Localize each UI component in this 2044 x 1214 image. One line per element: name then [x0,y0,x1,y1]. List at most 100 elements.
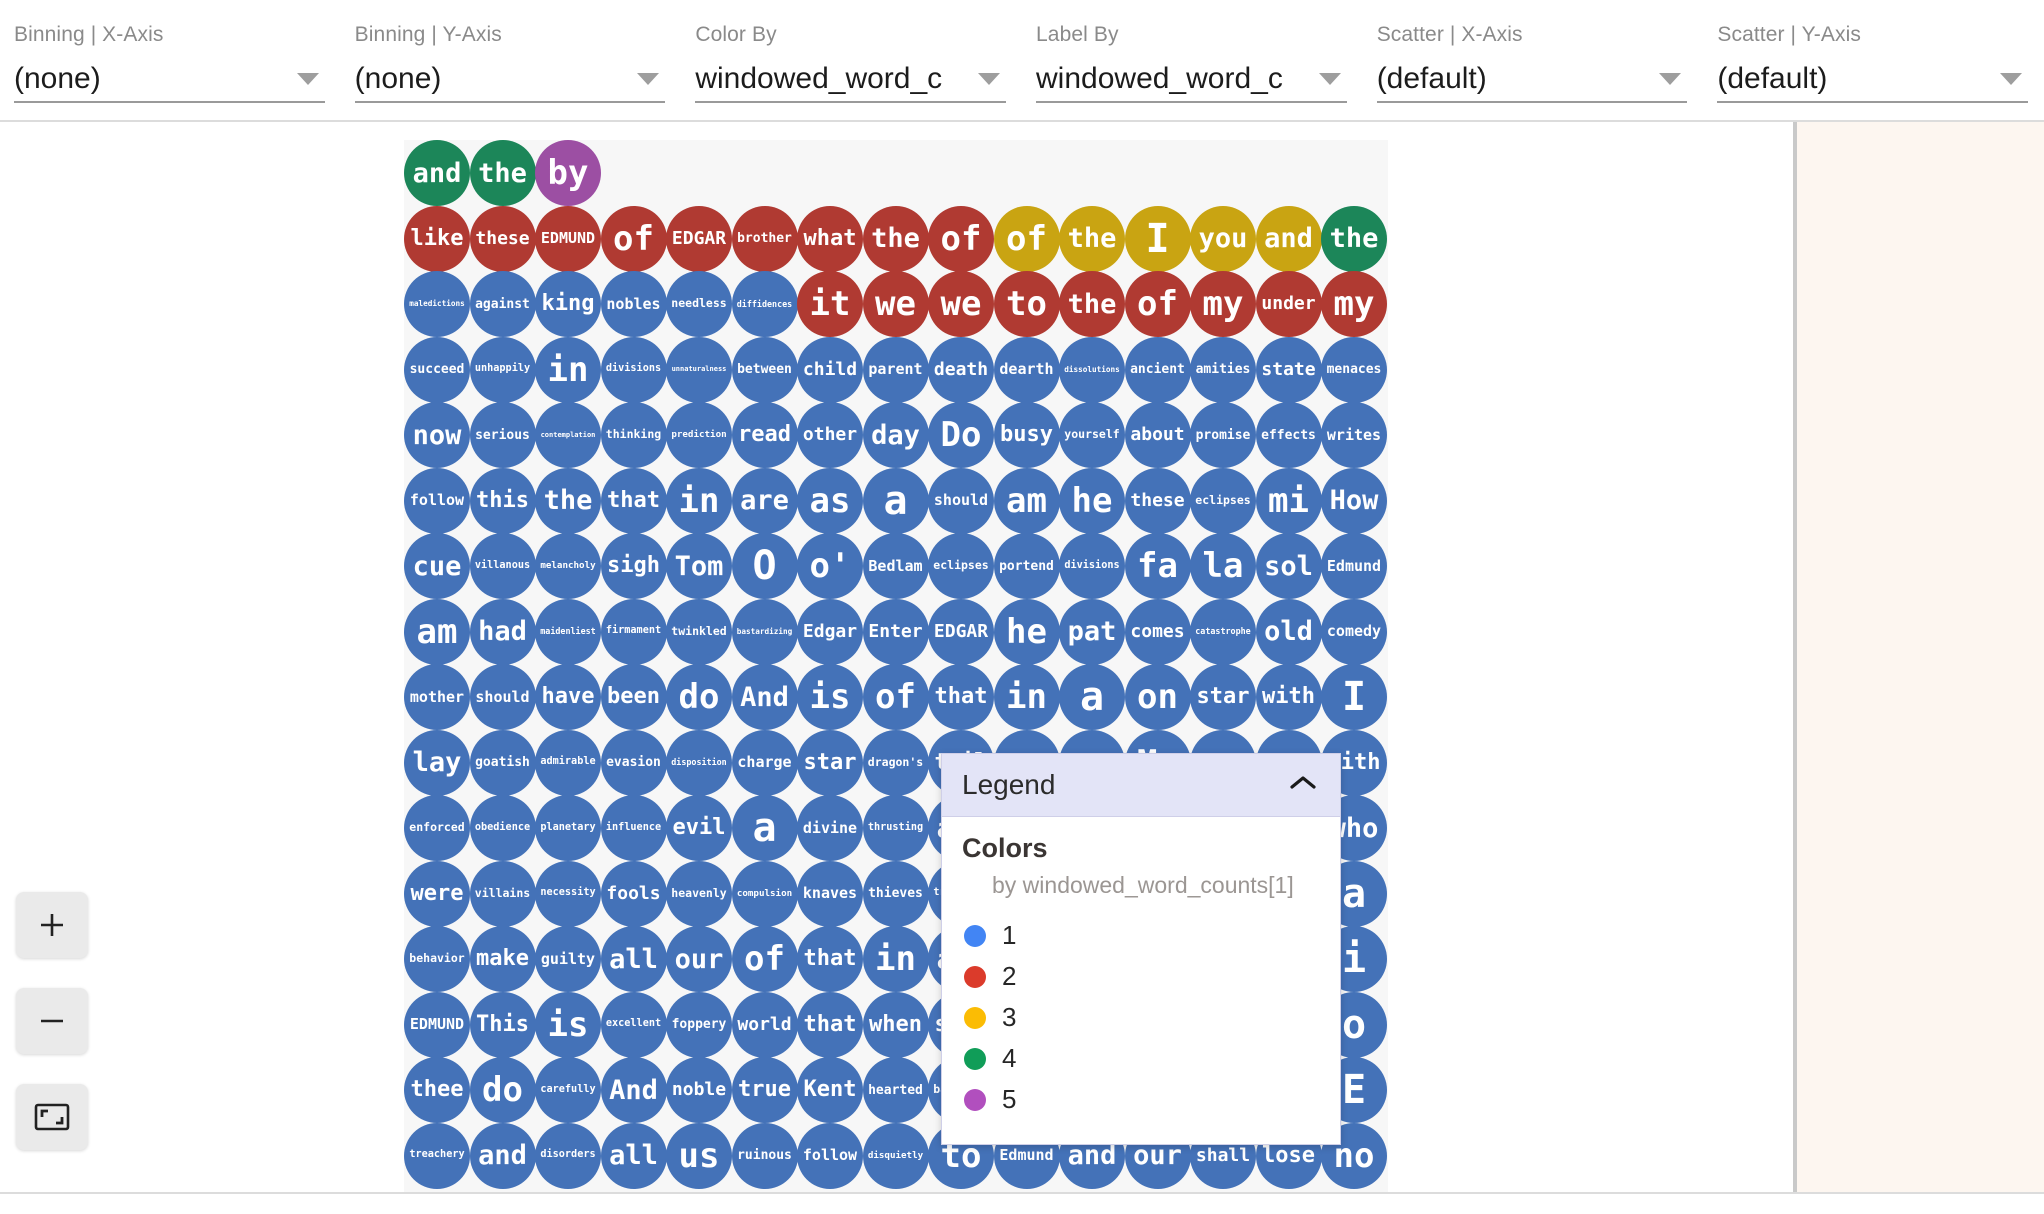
data-point-circle[interactable]: follow [404,467,470,534]
data-point-circle[interactable]: on [1124,664,1191,730]
data-point-circle[interactable]: melancholy [535,533,601,599]
data-point-circle[interactable]: day [862,402,929,468]
data-point-circle[interactable]: like [404,205,470,272]
chevron-up-icon[interactable] [1288,773,1318,798]
data-point-circle[interactable]: brother [731,205,798,272]
control-scatter-x-axis[interactable]: Scatter | X-Axis(default) [1363,0,1702,103]
data-point-circle[interactable]: am [993,467,1060,534]
data-point-circle[interactable]: you [1190,205,1256,272]
data-point-circle[interactable]: against [469,271,536,337]
data-point-circle[interactable]: Tom [666,533,732,599]
data-point-circle[interactable]: as [797,467,863,534]
data-point-circle[interactable]: evil [666,795,732,861]
data-point-circle[interactable]: planetary [535,795,601,861]
data-point-circle[interactable]: we [928,271,994,337]
select-3[interactable]: windowed_word_c [1036,57,1347,103]
data-point-circle[interactable]: a [731,795,798,861]
select-0[interactable]: (none) [14,57,325,103]
data-point-circle[interactable]: in [862,926,929,992]
data-point-circle[interactable]: And [731,664,798,730]
chevron-down-icon[interactable] [296,73,319,85]
select-4[interactable]: (default) [1376,57,1688,103]
data-point-circle[interactable]: mi [1255,467,1322,534]
data-point-circle[interactable]: world [731,991,798,1058]
data-point-circle[interactable]: knaves [797,860,863,927]
data-point-circle[interactable]: This [469,991,536,1058]
data-point-circle[interactable]: heavenly [666,860,732,927]
data-point-circle[interactable]: my [1321,271,1387,337]
data-point-circle[interactable]: star [797,729,863,796]
data-point-circle[interactable]: prediction [666,402,732,468]
data-point-circle[interactable]: foppery [666,991,732,1058]
data-point-circle[interactable]: and [404,140,470,206]
data-point-circle[interactable]: are [731,467,798,534]
data-point-circle[interactable]: it [797,271,863,337]
data-point-circle[interactable]: us [666,1122,732,1189]
data-point-circle[interactable]: fa [1124,533,1191,599]
data-point-circle[interactable]: charge [731,729,798,796]
data-point-circle[interactable]: succeed [404,336,470,403]
data-point-circle[interactable]: make [469,926,536,992]
data-point-circle[interactable]: O [731,533,798,599]
data-point-circle[interactable]: comedy [1321,598,1387,665]
data-point-circle[interactable]: thee [404,1057,470,1123]
control-binning-x-axis[interactable]: Binning | X-Axis(none) [0,0,339,103]
data-point-circle[interactable]: noble [666,1057,732,1123]
data-point-circle[interactable]: Kent [797,1057,863,1123]
legend-item[interactable]: 3 [942,997,1340,1038]
data-point-circle[interactable]: and [469,1122,536,1189]
data-point-circle[interactable]: EDMUND [535,205,601,272]
data-point-circle[interactable]: amities [1190,336,1256,403]
chevron-down-icon[interactable] [978,73,1001,85]
data-point-circle[interactable]: firmament [600,598,667,665]
data-point-circle[interactable]: twinkled [666,598,732,665]
data-point-circle[interactable]: Bedlam [862,533,929,599]
data-point-circle[interactable]: of [1124,271,1191,337]
data-point-circle[interactable]: were [404,860,470,927]
data-point-circle[interactable]: ancient [1124,336,1191,403]
chevron-down-icon[interactable] [1318,73,1341,85]
data-point-circle[interactable]: between [731,336,798,403]
data-point-circle[interactable]: maledictions [404,271,470,337]
data-point-circle[interactable]: eclipses [1190,467,1256,534]
data-point-circle[interactable]: when [862,991,929,1058]
data-point-circle[interactable]: parent [862,336,929,403]
data-point-circle[interactable]: the [469,140,536,206]
select-5[interactable]: (default) [1717,57,2029,103]
legend-item[interactable]: 2 [942,956,1340,997]
data-point-circle[interactable]: EDMUND [404,991,470,1058]
chevron-down-icon[interactable] [2000,73,2023,85]
data-point-circle[interactable]: thrusting [862,795,929,861]
data-point-circle[interactable]: about [1124,402,1191,468]
data-point-circle[interactable]: needless [666,271,732,337]
data-point-circle[interactable]: eclipses [928,533,994,599]
data-point-circle[interactable]: now [404,402,470,468]
data-point-circle[interactable]: true [731,1057,798,1123]
data-point-circle[interactable]: maidenliest [535,598,601,665]
data-point-circle[interactable]: Edmund [1321,533,1387,599]
data-point-circle[interactable]: unhappily [469,336,536,403]
data-point-circle[interactable]: the [1059,271,1125,337]
select-1[interactable]: (none) [354,57,666,103]
data-point-circle[interactable]: of [928,205,994,272]
data-point-circle[interactable]: nobles [600,271,667,337]
data-point-circle[interactable]: all [600,926,667,992]
data-point-circle[interactable]: child [797,336,863,403]
data-point-circle[interactable]: diffidences [731,271,798,337]
data-point-circle[interactable]: I [1124,205,1191,272]
data-point-circle[interactable]: and [1255,205,1322,272]
data-point-circle[interactable]: ruinous [731,1122,798,1189]
data-point-circle[interactable]: treachery [404,1122,470,1189]
data-point-circle[interactable]: a [1059,664,1125,730]
data-point-circle[interactable]: sigh [600,533,667,599]
data-point-circle[interactable]: bastardizing [731,598,798,665]
data-point-circle[interactable]: villanous [469,533,536,599]
data-point-circle[interactable]: the [1059,205,1125,272]
data-point-circle[interactable]: enforced [404,795,470,861]
data-point-circle[interactable]: mother [404,664,470,730]
data-point-circle[interactable]: have [535,664,601,730]
data-point-circle[interactable]: goatish [469,729,536,796]
data-point-circle[interactable]: that [928,664,994,730]
